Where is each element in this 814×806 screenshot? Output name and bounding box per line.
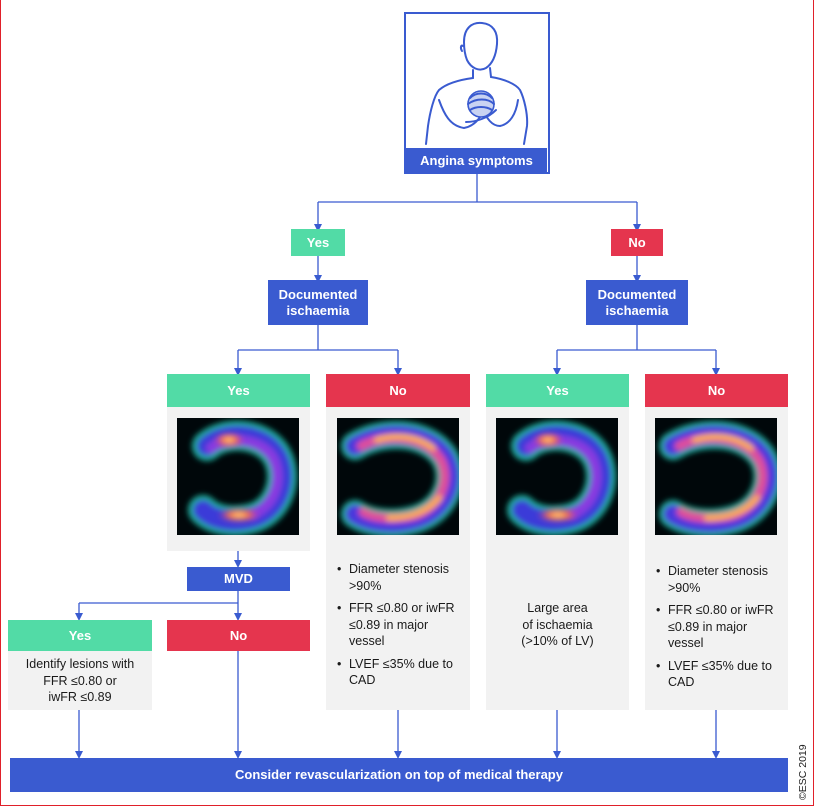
perfusion-scan-ischaemia-1 [177, 418, 299, 535]
angina-symptoms-label: Angina symptoms [406, 148, 547, 174]
criteria-item: LVEF ≤35% due to CAD [336, 656, 466, 689]
branch-3-criteria: Large area of ischaemia (>10% of LV) [521, 601, 594, 648]
branch-4-no-header: No [645, 374, 788, 407]
angina-symptoms-node: Angina symptoms [404, 12, 550, 174]
mvd-yes-text: Identify lesions with FFR ≤0.80 or iwFR … [25, 657, 135, 704]
branch-2-criteria: Diameter stenosis >90% FFR ≤0.80 or iwFR… [336, 561, 466, 695]
criteria-item: FFR ≤0.80 or iwFR ≤0.89 in major vessel [655, 602, 785, 652]
revascularization-conclusion: Consider revascularization on top of med… [10, 758, 788, 792]
criteria-item: LVEF ≤35% due to CAD [655, 658, 785, 691]
branch-1-yes-header: Yes [167, 374, 310, 407]
mvd-yes-panel [8, 651, 152, 710]
criteria-item: Diameter stenosis >90% [336, 561, 466, 594]
mvd-no-header: No [167, 620, 310, 651]
criteria-item: Diameter stenosis >90% [655, 563, 785, 596]
perfusion-scan-ischaemia-3 [496, 418, 618, 535]
mvd-node: MVD [187, 567, 290, 591]
person-chest-pain-icon [425, 21, 529, 145]
branch-2-no-header: No [326, 374, 470, 407]
branch-4-criteria: Diameter stenosis >90% FFR ≤0.80 or iwFR… [655, 563, 785, 697]
angina-no-badge: No [611, 229, 663, 256]
criteria-item: FFR ≤0.80 or iwFR ≤0.89 in major vessel [336, 600, 466, 650]
mvd-yes-header: Yes [8, 620, 152, 651]
documented-ischaemia-left: Documented ischaemia [268, 280, 368, 325]
perfusion-scan-normal-2 [337, 418, 459, 535]
angina-yes-badge: Yes [291, 229, 345, 256]
documented-ischaemia-right: Documented ischaemia [586, 280, 688, 325]
branch-3-yes-header: Yes [486, 374, 629, 407]
perfusion-scan-normal-4 [655, 418, 777, 535]
copyright-notice: ©ESC 2019 [797, 744, 809, 800]
